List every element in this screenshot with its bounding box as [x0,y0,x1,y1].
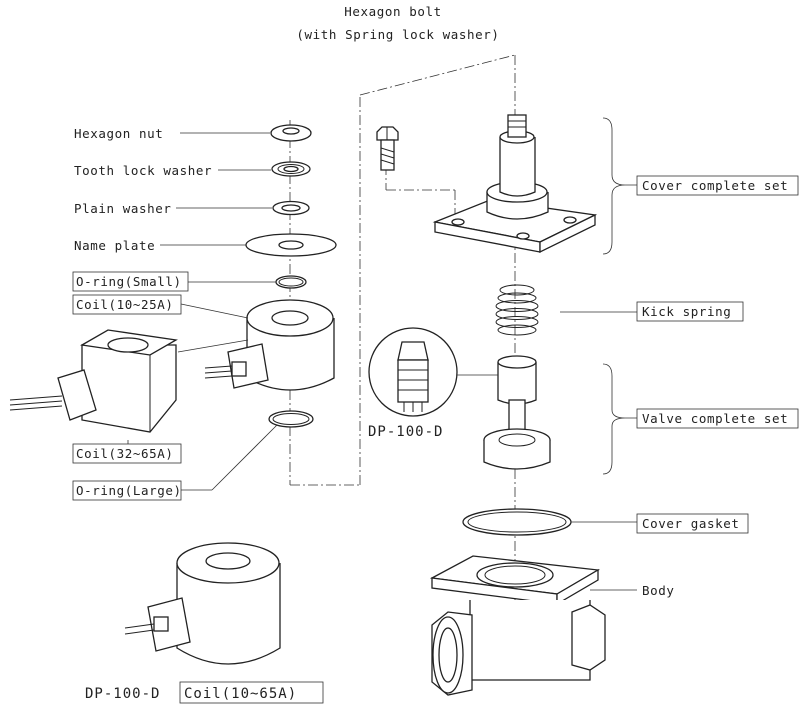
o-ring-large-label-box [72,480,182,501]
cover-gasket-part [462,508,572,536]
coil-32-65-part [9,329,178,433]
tooth-lock-washer-label: Tooth lock washer [74,163,212,178]
dp-100-d-coil-part [124,542,281,665]
body-label: Body [642,583,675,598]
coil-32-65-label: Coil(32~65A) [76,446,174,461]
cover-gasket-label-box [636,513,749,534]
name-plate-label: Name plate [74,238,155,253]
cover-complete-set-label-box [636,175,799,196]
o-ring-small-part [275,275,307,289]
kick-spring-label-box [636,301,744,322]
plain-washer-part [272,200,310,216]
o-ring-small-label-box [72,271,189,292]
plain-washer-label: Plain washer [74,201,172,216]
cover-complete-set-part [432,114,598,254]
o-ring-large-label: O-ring(Large) [76,483,182,498]
body-part [429,555,606,696]
name-plate-part [245,233,337,257]
hexagon-bolt-note: (with Spring lock washer) [296,27,499,42]
dp-100-d-bottom-label: DP-100-D [85,686,160,702]
coil-32-65-label-box [72,443,182,464]
dp-100-d-detail [368,327,498,417]
coil-10-65-label: Coil(10~65A) [184,686,297,702]
kick-spring-part [495,284,539,336]
coil-10-25-part [204,299,335,391]
hexagon-nut-part [270,124,312,142]
coil-10-25-label-box [72,294,182,315]
cover-complete-set-label: Cover complete set [642,178,788,193]
valve-complete-set-label-box [636,408,799,429]
valve-complete-set-label: Valve complete set [642,411,788,426]
hexagon-bolt-label: Hexagon bolt [344,4,442,19]
coil-10-65-label-box [179,681,324,704]
valve-complete-set-part [483,355,551,470]
o-ring-small-label: O-ring(Small) [76,274,182,289]
hexagon-bolt-part [376,126,399,171]
o-ring-large-part [268,410,314,428]
hexagon-nut-label: Hexagon nut [74,126,163,141]
leader-lines [127,117,637,591]
kick-spring-label: Kick spring [642,304,731,319]
tooth-lock-washer-part [271,161,311,177]
dp-100-d-top-label: DP-100-D [368,424,443,440]
coil-10-25-label: Coil(10~25A) [76,297,174,312]
cover-gasket-label: Cover gasket [642,516,740,531]
